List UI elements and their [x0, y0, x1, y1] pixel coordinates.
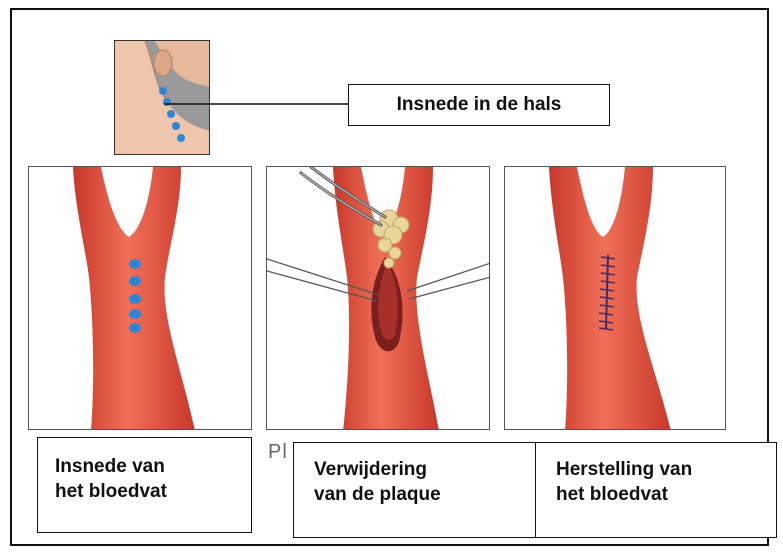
connector-line [150, 95, 350, 115]
artery-illustration-3 [505, 167, 726, 430]
label-vessel-incision-line1: Insnede van [55, 454, 251, 479]
label-plaque-removal: Verwijdering van de plaque [293, 442, 537, 538]
label-plaque-removal-line2: van de plaque [314, 482, 536, 507]
label-plaque-removal-line1: Verwijdering [314, 457, 536, 482]
caption-fragment: Pl [268, 441, 288, 464]
panel-plaque-removal [266, 166, 490, 430]
label-vessel-incision-line2: het bloedvat [55, 479, 251, 504]
label-neck-incision-text: Insnede in de hals [349, 92, 609, 117]
label-vessel-repair-line2: het bloedvat [556, 482, 776, 507]
label-vessel-incision: Insnede van het bloedvat [37, 437, 252, 533]
label-vessel-repair-line1: Herstelling van [556, 457, 776, 482]
label-neck-incision: Insnede in de hals [348, 84, 610, 126]
panel-vessel-incision [28, 166, 252, 430]
artery-illustration-2 [267, 167, 490, 430]
panel-vessel-repair [504, 166, 726, 430]
artery-illustration-1 [29, 167, 252, 430]
label-vessel-repair: Herstelling van het bloedvat [535, 442, 777, 538]
